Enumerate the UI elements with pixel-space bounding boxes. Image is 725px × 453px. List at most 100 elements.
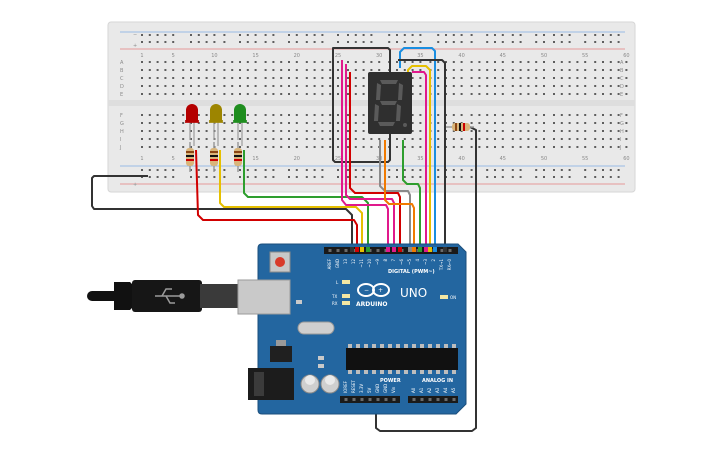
row-letter: I <box>120 137 121 143</box>
analog-pin[interactable] <box>420 398 424 401</box>
digital-pin[interactable] <box>328 249 332 252</box>
wire-red-seg[interactable] <box>349 72 401 250</box>
rail-plus-label: + <box>133 43 137 49</box>
row-letter: D <box>120 84 124 90</box>
leds[interactable] <box>185 104 247 146</box>
analog-pin[interactable] <box>436 398 440 401</box>
digital-pin-label: RX←0 <box>447 259 452 271</box>
wire-green-seg[interactable] <box>402 140 421 250</box>
resistor-1[interactable] <box>186 142 194 172</box>
wire-black-display-frame[interactable] <box>332 47 391 163</box>
yellow-led[interactable] <box>209 104 223 146</box>
wire-yellow-led[interactable] <box>219 150 363 250</box>
wire-tips <box>350 247 447 252</box>
row-letter: B <box>120 68 124 74</box>
power-pin[interactable] <box>384 398 388 401</box>
analog-pin-label: A3 <box>435 387 440 393</box>
digital-pin-label: ~10 <box>367 259 372 268</box>
breadboard-holes[interactable] <box>141 34 628 178</box>
digital-pin-label: ~9 <box>375 259 380 265</box>
rail-plus-label-bottom: + <box>133 182 137 188</box>
resistors[interactable] <box>186 123 474 172</box>
red-led[interactable] <box>185 104 199 146</box>
wire-magenta-2[interactable] <box>345 64 395 250</box>
analog-pin[interactable] <box>412 398 416 401</box>
analog-label: ANALOG IN <box>422 378 453 384</box>
row-letter: E <box>620 92 623 98</box>
digital-pin[interactable] <box>376 249 380 252</box>
column-number: 5 <box>172 53 175 59</box>
column-number: 35 <box>417 53 423 59</box>
usb-icon <box>155 288 185 304</box>
model-label: UNO <box>400 286 427 300</box>
row-letter: I <box>620 137 621 143</box>
power-label: POWER <box>380 378 401 384</box>
resistor-3[interactable] <box>234 142 242 172</box>
svg-text:+: + <box>378 287 383 294</box>
wires[interactable] <box>91 47 477 432</box>
row-letter: C <box>620 76 624 82</box>
digital-pin[interactable] <box>344 249 348 252</box>
row-letter: H <box>620 129 624 135</box>
resistor-2[interactable] <box>210 142 218 172</box>
column-number: 45 <box>500 156 506 162</box>
svg-text:−: − <box>364 287 369 294</box>
analog-pin[interactable] <box>452 398 456 401</box>
bottom-pin-holes[interactable] <box>344 398 456 401</box>
wire-red-led[interactable] <box>195 149 358 250</box>
resistor-display[interactable] <box>446 123 474 131</box>
digital-header <box>324 247 458 254</box>
digital-pin[interactable] <box>448 249 452 252</box>
power-pin-label: GND <box>375 384 380 393</box>
wire-blue-seg[interactable] <box>399 47 436 250</box>
wire-magenta-1[interactable] <box>341 60 389 250</box>
column-number: 10 <box>211 53 217 59</box>
atmega-chip <box>346 348 458 370</box>
rail-minus-label: − <box>133 32 137 38</box>
wire-black-right[interactable] <box>398 59 446 250</box>
analog-pin[interactable] <box>428 398 432 401</box>
column-number: 30 <box>376 53 382 59</box>
digital-pin-label: 12 <box>351 259 356 265</box>
column-number: 40 <box>458 156 464 162</box>
display-digit: 8 <box>389 106 392 111</box>
power-pin[interactable] <box>368 398 372 401</box>
power-pin[interactable] <box>360 398 364 401</box>
column-number: 45 <box>500 53 506 59</box>
power-pin[interactable] <box>376 398 380 401</box>
analog-pin-label: A2 <box>427 387 432 393</box>
row-letter: F <box>620 113 623 119</box>
row-letter: J <box>619 145 621 151</box>
wire-black-resistor-gnd[interactable] <box>375 126 477 432</box>
power-pin-label: 5V <box>367 387 372 393</box>
wire-black-gnd[interactable] <box>91 175 353 250</box>
wire-yellow-seg[interactable] <box>407 65 431 250</box>
digital-pin[interactable] <box>336 249 340 252</box>
power-pin[interactable] <box>392 398 396 401</box>
power-pin-label: Vin <box>391 386 396 393</box>
column-number: 15 <box>252 53 258 59</box>
seven-segment-display[interactable]: 8 <box>368 72 412 134</box>
digital-pin-label: 4 <box>415 259 420 262</box>
power-pin[interactable] <box>344 398 348 401</box>
digital-pin-label: 13 <box>343 259 348 265</box>
digital-pin[interactable] <box>440 249 444 252</box>
green-led[interactable] <box>233 104 247 146</box>
column-number: 50 <box>541 53 547 59</box>
column-number: 40 <box>458 53 464 59</box>
column-number: 35 <box>417 156 423 162</box>
wire-green-led[interactable] <box>243 150 369 250</box>
digital-pin-label: 2 <box>431 259 436 262</box>
analog-pin[interactable] <box>444 398 448 401</box>
column-number: 60 <box>623 156 629 162</box>
reset-button[interactable] <box>275 257 285 267</box>
row-letter: C <box>120 76 124 82</box>
power-pin-label: 3.3V <box>359 384 364 393</box>
wire-magenta-3[interactable] <box>412 71 427 250</box>
wire-orange-seg[interactable] <box>384 140 415 250</box>
power-pin[interactable] <box>352 398 356 401</box>
